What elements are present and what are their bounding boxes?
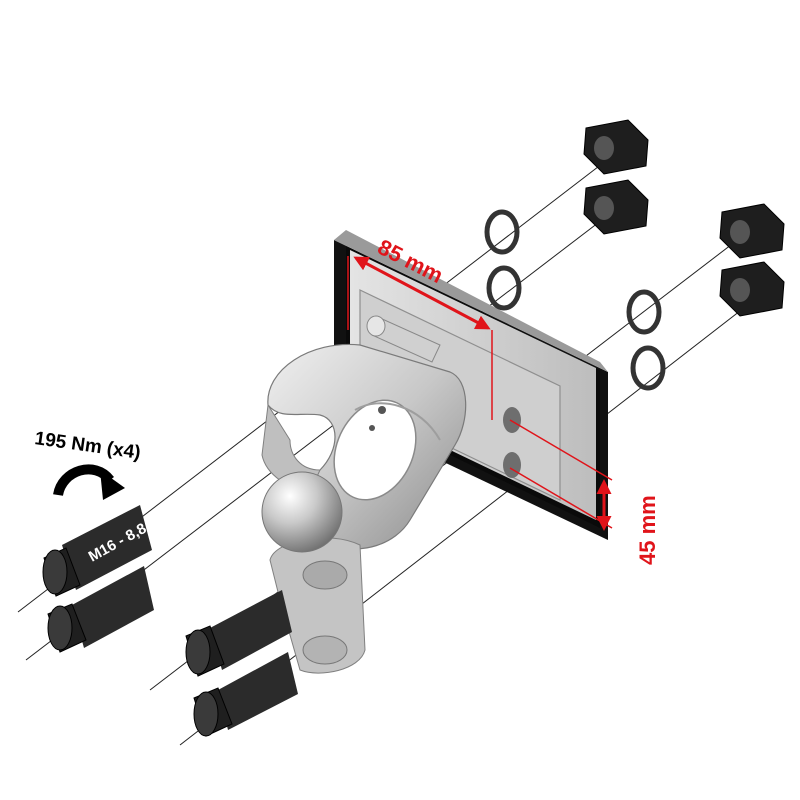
height-extension-line	[509, 419, 613, 481]
hook-opening	[333, 399, 417, 501]
torque-arrow-head	[100, 470, 125, 500]
hex-nut	[719, 261, 785, 317]
plate-hole-top	[503, 407, 521, 433]
height-extension-line	[509, 467, 613, 529]
height-dimension: 45 mm	[509, 419, 660, 565]
hook-pin-hole	[369, 425, 375, 431]
hook-boss	[302, 560, 348, 590]
width-dimension-line	[353, 256, 491, 330]
lock-washer	[626, 289, 662, 335]
hex-nut	[583, 119, 649, 175]
height-dimension-label: 45 mm	[635, 495, 660, 565]
plate-hole-bottom	[503, 452, 521, 478]
lock-washer	[484, 209, 520, 255]
bolt	[185, 590, 292, 677]
bolts-left	[42, 505, 154, 653]
bolt	[42, 505, 152, 597]
torque-arrow	[53, 464, 125, 500]
hook-boss	[302, 635, 348, 665]
bolt	[193, 652, 298, 737]
bolt	[47, 566, 154, 653]
lock-washer	[486, 265, 522, 311]
hex-nut	[719, 203, 785, 259]
tow-ball	[261, 471, 343, 553]
towing-hook-body	[261, 315, 467, 674]
hex-nut	[583, 179, 649, 235]
lock-washer	[630, 345, 666, 391]
washers	[484, 209, 666, 391]
hook-contour	[354, 402, 441, 441]
torque-label: 195 Nm (x4)	[33, 428, 142, 464]
bolts-right	[185, 590, 298, 737]
nuts	[583, 119, 785, 317]
hook-pin-hole	[378, 406, 386, 414]
